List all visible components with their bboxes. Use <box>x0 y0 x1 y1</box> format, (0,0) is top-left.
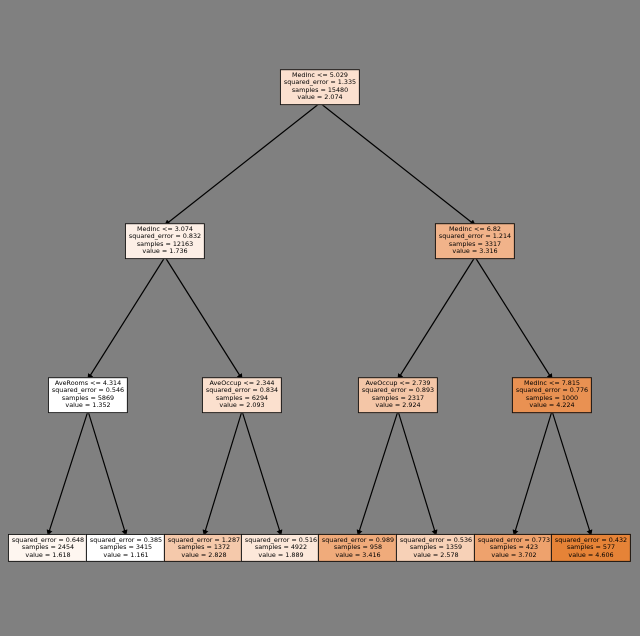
tree-edge <box>241 410 283 536</box>
node-squared-error: squared_error = 0.832 <box>128 232 202 241</box>
node-value: value = 1.736 <box>142 247 188 256</box>
tree-edge <box>87 410 128 536</box>
node-samples: samples = 1359 <box>409 543 463 552</box>
node-squared-error: squared_error = 0.536 <box>399 535 473 544</box>
node-samples: samples = 5869 <box>61 394 115 402</box>
tree-edge <box>474 256 553 380</box>
node-samples: samples = 3415 <box>99 543 153 552</box>
node-squared-error: squared_error = 0.432 <box>554 535 628 544</box>
node-value: value = 1.352 <box>65 401 111 410</box>
node-samples: samples = 423 <box>489 543 539 552</box>
node-squared-error: squared_error = 0.989 <box>321 535 395 544</box>
node-squared-error: squared_error = 0.893 <box>361 386 435 395</box>
node-squared-error: squared_error = 0.834 <box>205 386 279 395</box>
node-squared-error: squared_error = 0.385 <box>89 535 163 544</box>
node-value: value = 1.161 <box>103 550 149 559</box>
node-value: value = 1.889 <box>258 550 304 559</box>
node-samples: samples = 2317 <box>371 394 425 402</box>
node-value: value = 2.578 <box>413 550 459 559</box>
tree-edge <box>512 410 553 536</box>
node-value: value = 3.316 <box>452 247 498 256</box>
node-samples: samples = 12163 <box>136 240 194 248</box>
tree-edge <box>164 256 243 380</box>
node-value: value = 4.606 <box>568 550 614 559</box>
node-value: value = 2.924 <box>375 401 421 410</box>
node-split: MedInc <= 6.82 <box>449 225 501 234</box>
node-samples: samples = 1372 <box>177 543 231 552</box>
tree-edge <box>551 410 593 536</box>
node-squared-error: squared_error = 1.214 <box>438 232 512 241</box>
node-samples: samples = 4922 <box>254 543 308 552</box>
node-value: value = 2.074 <box>297 93 343 102</box>
tree-edge <box>356 410 399 536</box>
node-squared-error: squared_error = 0.648 <box>11 535 85 544</box>
node-split: AveRooms <= 4.314 <box>54 379 122 388</box>
node-value: value = 2.093 <box>219 401 265 410</box>
node-split: AveOccup <= 2.344 <box>209 379 275 388</box>
tree-edge <box>164 102 321 226</box>
tree-edge <box>87 256 166 380</box>
node-split: MedInc <= 5.029 <box>291 71 349 80</box>
tree-edge <box>202 410 243 536</box>
node-squared-error: squared_error = 0.546 <box>51 386 125 395</box>
node-samples: samples = 3317 <box>448 240 502 248</box>
tree-edge <box>46 410 89 536</box>
node-split: MedInc <= 7.815 <box>523 379 581 388</box>
node-value: value = 3.416 <box>335 550 381 559</box>
node-value: value = 3.702 <box>491 550 537 559</box>
tree-edge <box>397 256 476 380</box>
node-squared-error: squared_error = 0.516 <box>244 535 318 544</box>
node-squared-error: squared_error = 0.773 <box>477 535 551 544</box>
node-split: MedInc <= 3.074 <box>136 225 194 234</box>
node-squared-error: squared_error = 0.776 <box>515 386 589 395</box>
tree-edge <box>397 410 438 536</box>
node-value: value = 4.224 <box>529 401 575 410</box>
node-samples: samples = 958 <box>333 543 383 552</box>
node-samples: samples = 15480 <box>291 86 349 94</box>
node-value: value = 1.618 <box>25 550 71 559</box>
node-squared-error: squared_error = 1.335 <box>283 78 357 87</box>
tree-edge <box>319 102 476 226</box>
node-split: AveOccup <= 2.739 <box>365 379 431 388</box>
node-samples: samples = 1000 <box>525 394 579 402</box>
node-samples: samples = 577 <box>566 543 616 552</box>
node-squared-error: squared_error = 1.287 <box>167 535 241 544</box>
node-samples: samples = 6294 <box>215 394 269 402</box>
node-value: value = 2.828 <box>181 550 227 559</box>
node-samples: samples = 2454 <box>21 543 75 552</box>
